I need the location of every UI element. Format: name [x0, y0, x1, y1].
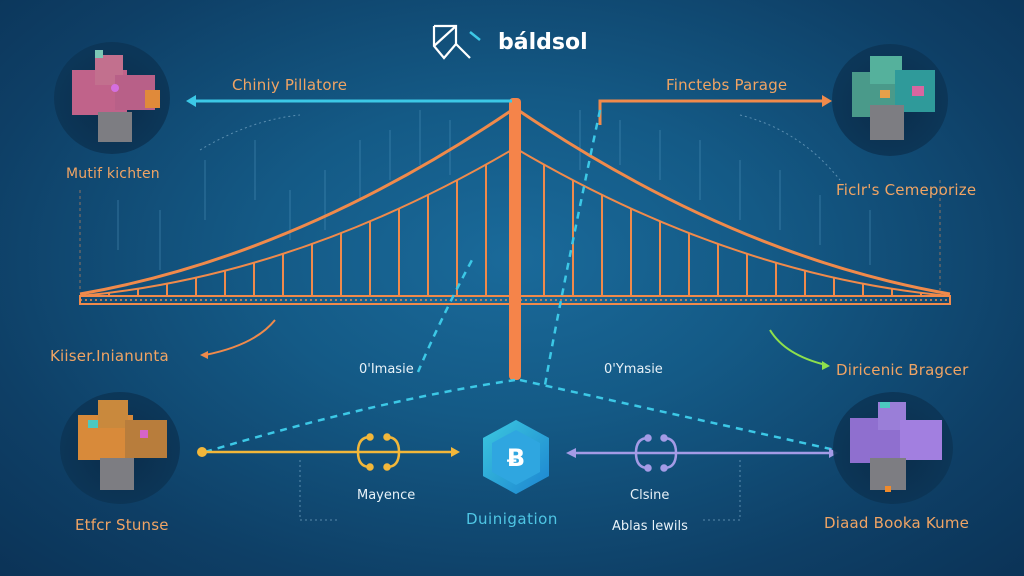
city-island-top-left	[54, 42, 170, 154]
link-bracket-icon	[356, 433, 401, 471]
link-label-left: Mayence	[357, 488, 416, 503]
main-cable	[514, 106, 951, 296]
cube-outline-icon	[432, 24, 481, 60]
arrow-top-left	[186, 95, 512, 107]
label-right-middle: Diricenic Bragcer	[836, 361, 969, 379]
arrow-right-middle	[769, 329, 830, 370]
hub-label: Duinigation	[466, 510, 558, 528]
brand-name: báldsol	[498, 29, 588, 55]
dotted-leader-lines	[199, 114, 841, 521]
brand-logo: báldsol	[430, 22, 588, 62]
link-line-right	[566, 448, 838, 458]
label-top-left: Chiniy Pillatore	[232, 76, 348, 94]
tower-label-right: 0'Ymasie	[604, 362, 663, 377]
label-bottom-left: Etfcr Stunse	[75, 516, 169, 534]
link-label-right: Clsine	[630, 488, 670, 503]
city-island-top-right	[832, 44, 948, 156]
main-cable	[79, 106, 516, 296]
suspension-cables	[79, 106, 951, 297]
tower-label-left: 0'Imasie	[359, 362, 414, 377]
label-left-upper: Mutif kichten	[66, 166, 160, 182]
link-line-left	[197, 447, 460, 457]
dashed-connectors	[204, 109, 836, 454]
arrow-left-middle	[200, 319, 276, 359]
city-island-bottom-left	[60, 392, 180, 504]
link-sublabel-right: Ablas lewils	[612, 519, 688, 534]
label-left-middle: Kiiser.Inianunta	[50, 347, 169, 365]
label-top-right: Finctebs Parage	[666, 76, 788, 94]
city-island-bottom-right	[833, 392, 953, 504]
bitcoin-hexagon-icon: Ƀ	[483, 420, 549, 494]
link-bracket-icon	[634, 434, 678, 472]
label-right-upper: Ficlr's Cemeporize	[836, 181, 977, 199]
arrow-top-right	[598, 95, 832, 125]
secondary-cable	[79, 147, 516, 297]
label-bottom-right: Diaad Booka Kume	[824, 514, 970, 532]
secondary-cable	[514, 147, 951, 297]
bridge-tower	[509, 98, 521, 380]
svg-text:Ƀ: Ƀ	[507, 444, 525, 472]
